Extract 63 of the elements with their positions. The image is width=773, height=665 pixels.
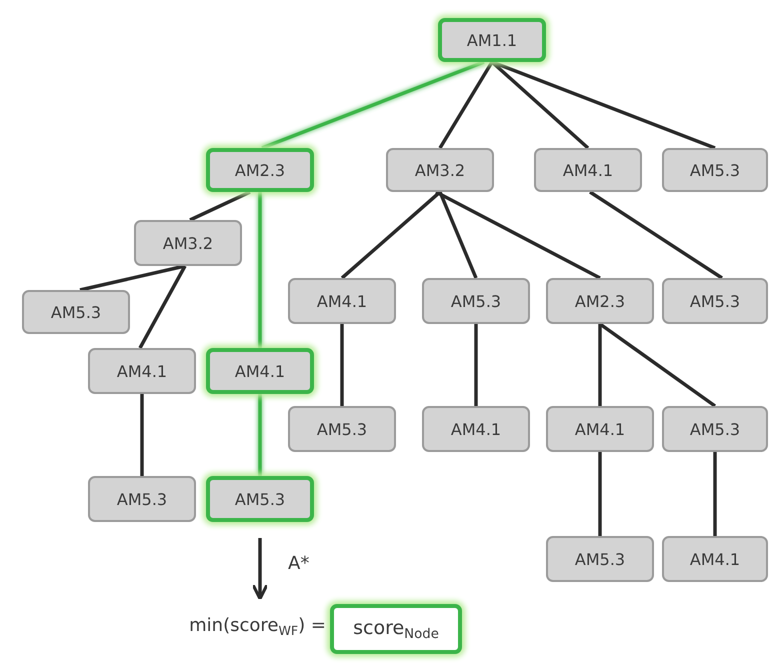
connector-line [258,192,262,348]
highlighted-node-box [206,348,314,394]
node-box [288,278,396,324]
highlighted-node-box [438,18,546,62]
node-box [288,406,396,452]
node-label: AM4.1 [316,292,368,310]
arrow [251,538,269,600]
node-box [662,148,768,192]
node-box [422,406,530,452]
formula-text: min(score$_{WF}$) = [189,615,326,638]
node-label: AM3.2 [414,160,466,180]
highlighted-result-box [330,604,462,654]
connector-line [598,322,716,408]
node-label: AM4.1 [116,362,168,380]
node-label: AM2.3 [574,292,626,310]
connector-line [438,61,494,149]
connector-line [258,394,262,476]
connector-line [438,191,478,279]
node-box [534,148,642,192]
node-box [662,406,768,452]
connector-line [435,190,601,280]
connector-line [589,190,723,280]
node-label: AM5.3 [574,550,626,568]
node-label: AM4.1 [574,420,626,438]
node-label: AM4.1 [690,550,740,568]
connector-line [713,452,717,536]
node-label: AM5.3 [450,292,502,310]
connector-line [140,394,144,476]
node-label: AM4.1 [234,362,286,380]
connector-line [80,264,186,292]
node-label: AM5.3 [50,302,102,322]
connector-line [261,60,485,150]
highlighted-node-box [206,476,314,522]
node-box [546,278,654,324]
node-label: score$_{Node}$ [353,616,439,642]
connector-line [138,265,187,349]
node-label: AM5.3 [690,160,740,180]
connector-line [474,324,478,406]
node-box [22,290,130,334]
node-box [546,406,654,452]
node-box [546,536,654,582]
connector-line [189,190,251,222]
node-label: AM5.3 [690,292,740,310]
connector-line [340,324,344,406]
node-label: AM4.1 [450,420,502,438]
node-box [662,278,768,324]
connector-line [598,324,602,406]
node-box [422,278,530,324]
node-box [662,536,768,582]
node-label: AM5.3 [690,420,740,438]
node-box [134,220,242,266]
connector-line [598,452,602,536]
node-label: AM5.3 [234,490,286,508]
node-label: AM4.1 [562,160,614,180]
node-label: AM5.3 [116,490,168,508]
highlighted-node-box [206,148,314,192]
node-box [386,148,494,192]
node-box [88,476,196,522]
node-label: AM5.3 [316,420,368,438]
node-label: AM3.2 [162,234,214,252]
node-box [88,348,196,394]
node-label: AM1.1 [466,30,518,50]
node-label: AM2.3 [234,160,286,180]
